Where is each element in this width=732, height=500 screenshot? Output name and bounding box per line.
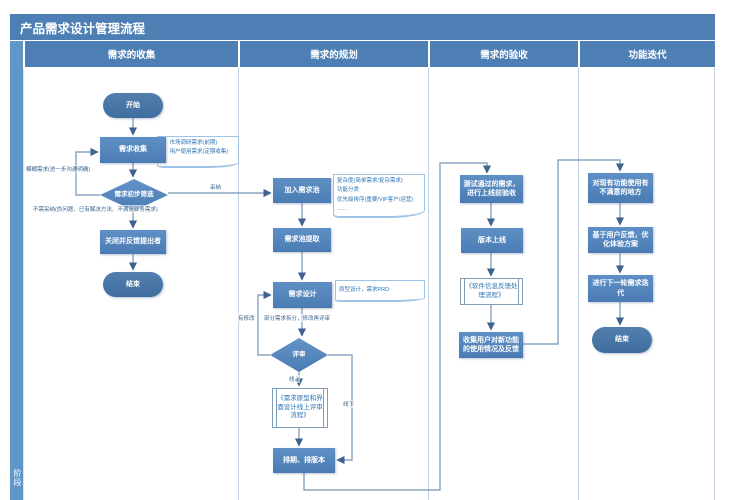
note-pool-line1: 复杂度(简单需求/复杂需求) [337,178,403,184]
node-acceptance: 测试通过的需求，进行上线前验收 [460,175,523,203]
node-next-iteration: 进行下一轮需求迭代 [588,275,653,302]
node-release: 版本上线 [461,228,523,253]
connector-schedule-acceptance [303,162,492,491]
node-end-1: 结束 [103,272,163,297]
node-optimize: 基于用户反馈，优化体验方案 [588,227,653,253]
page-title: 产品需求设计管理流程 [10,14,715,40]
edge-label-offline: 线下 [343,400,355,408]
node-dissatisfy: 对现有功能使用有不满意的地方 [588,173,653,203]
note-pool-line2: 功能分类 [337,187,360,194]
note-design: 原型设计，需求PRD [335,280,425,302]
lane-border [238,68,239,500]
edge-label-fuzzy: 模糊需求(进一步沟通明确) [26,165,91,173]
connector-collectusage-dissatisfy [523,159,625,345]
edge-label-online: 线上 [289,375,301,383]
edge-label-adopt: 采纳 [210,183,222,191]
node-pool-extract: 需求池提取 [273,228,331,252]
edge-label-split: 部分需求拆分，修改再评审 [264,314,331,322]
phase-strip-label: 阶段 [13,469,22,487]
connector-fuzzy-loop [75,147,100,196]
note-collect-line2: 2、用户使用需求(定期收集) [161,149,229,156]
lane-header-acceptance: 需求的验收 [428,41,578,67]
lane-header-collection: 需求的收集 [23,41,238,67]
node-add-pool: 加入需求池 [273,178,331,203]
node-collect: 需求收集 [100,137,166,163]
note-collect: 1、市场调研需求(前期) 2、用户使用需求(定期收集) [157,136,239,168]
note-collect-line1: 1、市场调研需求(前期) [161,140,218,146]
node-collect-usage: 收集用户对新功能的使用情况及反馈 [459,332,523,358]
node-online-review-process: 《需求原型和界面设计线上评审流程》 [272,388,328,428]
note-pool-line3: 优先级排序(重要/VIP客户/运营) [337,196,414,203]
lane-border [428,68,429,500]
lane-header-iteration: 功能迭代 [578,41,715,67]
phase-strip: 阶段 [10,41,23,500]
lane-header-planning: 需求的规划 [238,41,428,67]
lane-border [23,68,24,500]
lane-border [714,68,715,500]
lane-border [578,68,579,500]
node-feedback-process: 《软件信息反馈处理流程》 [460,278,523,305]
edge-label-reject: 不需采纳(伪问题、已有解决方法、不满足业务需求) [33,205,158,213]
edge-label-modified: 有修改 [238,314,255,322]
node-design: 需求设计 [273,282,332,308]
connector-modify-loop [257,290,272,356]
node-start: 开始 [103,93,163,118]
node-schedule: 排期、排版本 [273,448,335,473]
note-pool-line4: …… [337,206,348,213]
node-close-feedback: 关闭并反馈提出者 [100,230,166,254]
node-end-2: 结束 [592,327,652,353]
note-pool: 复杂度(简单需求/复杂需求) 功能分类 优先级排序(重要/VIP客户/运营) …… [333,174,425,218]
